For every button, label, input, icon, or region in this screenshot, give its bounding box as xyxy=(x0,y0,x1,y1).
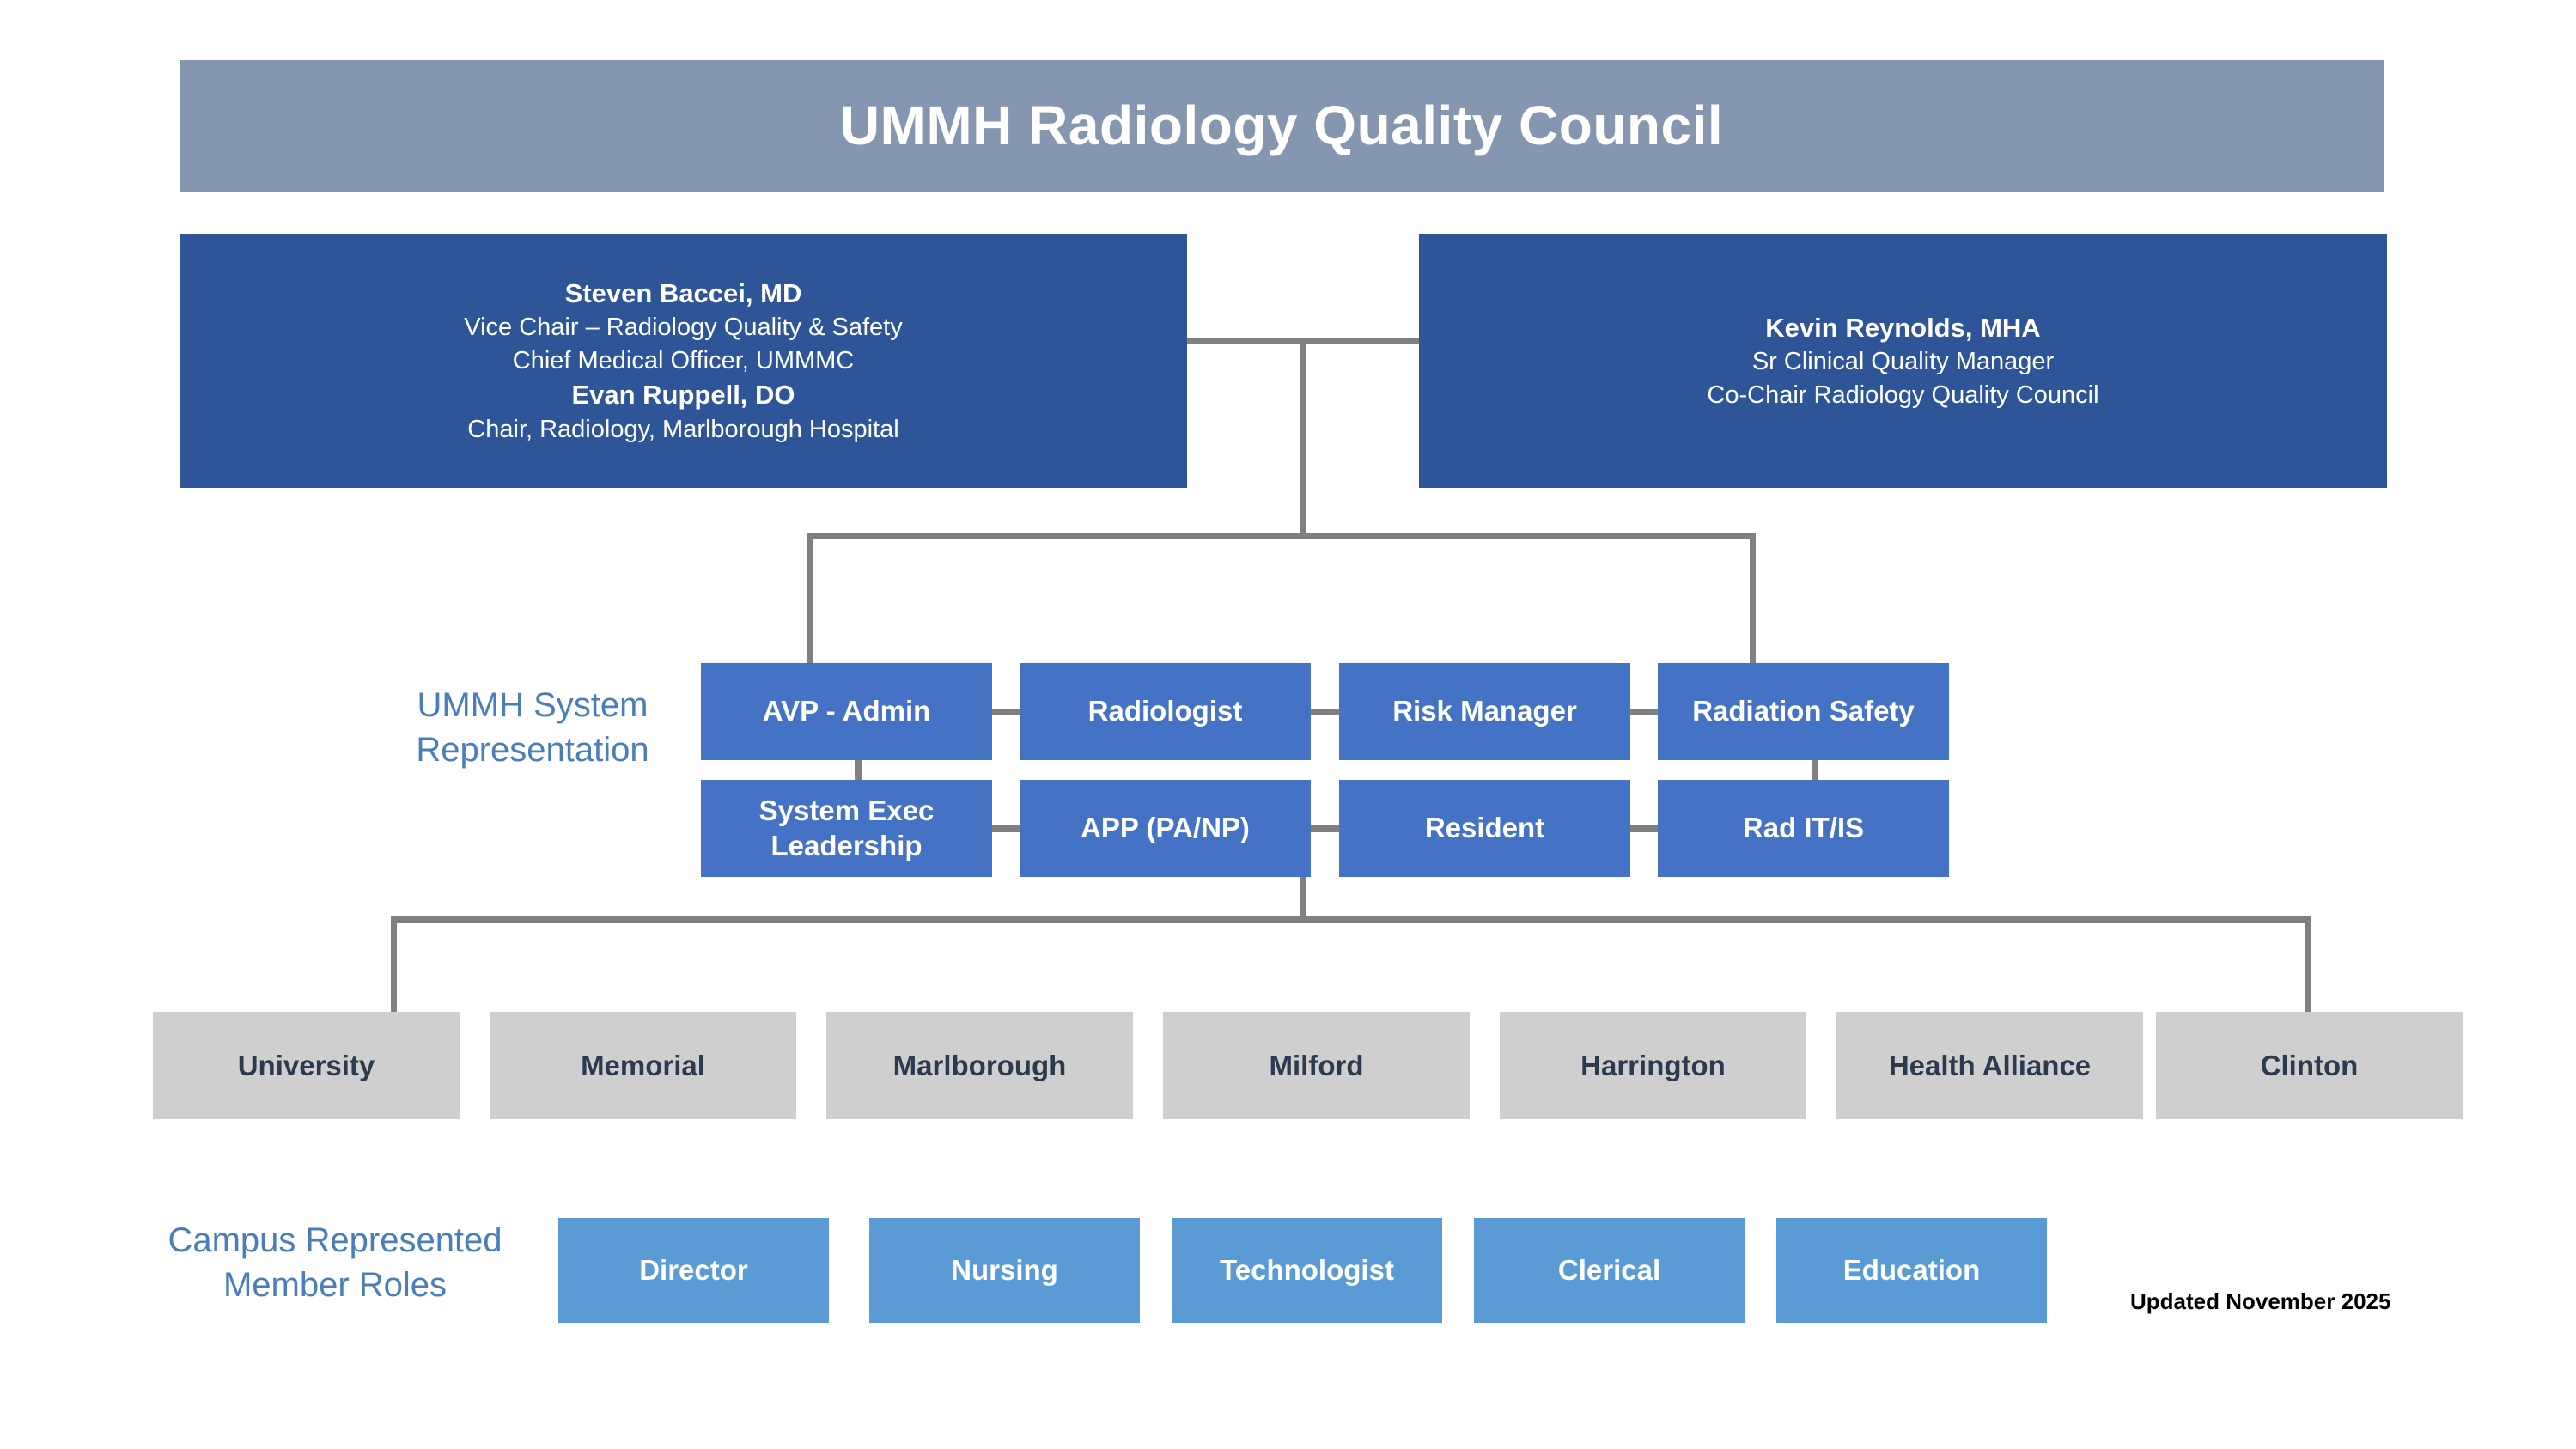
system-box-label: System Exec Leadership xyxy=(758,795,935,861)
campus-box-label: University xyxy=(237,1049,375,1081)
role-box-label: Education xyxy=(1842,1254,1981,1287)
role-box-nursing[interactable]: Nursing xyxy=(869,1218,1140,1323)
campus-box-milford[interactable]: Milford xyxy=(1163,1012,1470,1119)
role-box-director[interactable]: Director xyxy=(558,1218,829,1323)
section-label-member-roles: Campus Represented Member Roles xyxy=(167,1221,502,1304)
connector-grid-r2-c3-c4 xyxy=(1630,825,1658,832)
system-box-app[interactable]: APP (PA/NP) xyxy=(1020,780,1311,877)
role-box-label: Technologist xyxy=(1220,1254,1394,1287)
role-box-technologist[interactable]: Technologist xyxy=(1172,1218,1442,1323)
campus-box-label: Harrington xyxy=(1580,1049,1726,1081)
connector-grid-r1-c3-c4 xyxy=(1630,709,1658,715)
campus-box-health-alliance[interactable]: Health Alliance xyxy=(1836,1012,2143,1119)
system-box-radiation-safety[interactable]: Radiation Safety xyxy=(1658,663,1949,760)
leadership-box-left[interactable]: Steven Baccei, MD Vice Chair – Radiology… xyxy=(180,234,1187,488)
campus-box-marlborough[interactable]: Marlborough xyxy=(826,1012,1133,1119)
system-box-system-exec-leadership[interactable]: System Exec Leadership xyxy=(701,780,992,877)
campus-box-memorial[interactable]: Memorial xyxy=(490,1012,796,1119)
connector-grid-r1-c2-c3 xyxy=(1311,709,1339,715)
connector-grid-c4-r1-r2 xyxy=(1812,760,1818,780)
system-box-label: Risk Manager xyxy=(1392,695,1577,728)
page-title: UMMH Radiology Quality Council xyxy=(839,94,1724,157)
system-box-radiologist[interactable]: Radiologist xyxy=(1020,663,1311,760)
role-box-label: Clerical xyxy=(1557,1254,1661,1287)
system-box-label: Rad IT/IS xyxy=(1742,812,1865,844)
system-box-label: AVP - Admin xyxy=(762,695,931,728)
system-box-resident[interactable]: Resident xyxy=(1339,780,1630,877)
connector-system-bus xyxy=(807,533,1756,539)
section-label-system-representation: UMMH System Representation xyxy=(416,686,649,769)
system-box-label: APP (PA/NP) xyxy=(1081,812,1250,844)
campus-box-label: Health Alliance xyxy=(1888,1049,2092,1081)
connector-campus-bus xyxy=(391,916,2311,923)
campus-box-label: Milford xyxy=(1269,1049,1364,1081)
system-box-label: Radiologist xyxy=(1087,695,1243,728)
system-box-avp-admin[interactable]: AVP - Admin xyxy=(701,663,992,760)
page-title-banner: UMMH Radiology Quality Council xyxy=(180,60,2384,192)
system-box-risk-manager[interactable]: Risk Manager xyxy=(1339,663,1630,760)
leader-title-ruppell-1: Chair, Radiology, Marlborough Hospital xyxy=(467,415,899,443)
leader-name-reynolds: Kevin Reynolds, MHA xyxy=(1765,312,2041,343)
campus-box-university[interactable]: University xyxy=(153,1012,460,1119)
campus-box-clinton[interactable]: Clinton xyxy=(2156,1012,2463,1119)
connector-system-left-riser xyxy=(807,533,813,663)
system-box-label: Resident xyxy=(1424,812,1545,844)
connector-campus-left-riser xyxy=(391,916,397,1012)
leader-title-reynolds-2: Co-Chair Radiology Quality Council xyxy=(1707,381,2099,409)
leader-title-reynolds-1: Sr Clinical Quality Manager xyxy=(1751,348,2055,376)
leader-name-baccei: Steven Baccei, MD xyxy=(564,277,802,308)
connector-leadership-dropline xyxy=(1300,338,1306,538)
role-box-education[interactable]: Education xyxy=(1776,1218,2047,1323)
leader-title-baccei-1: Vice Chair – Radiology Quality & Safety xyxy=(464,314,903,342)
connector-grid-r1-c1-c2 xyxy=(992,709,1020,715)
role-box-clerical[interactable]: Clerical xyxy=(1474,1218,1745,1323)
leader-name-ruppell: Evan Ruppell, DO xyxy=(571,380,795,411)
connector-grid-c1-r1-r2 xyxy=(855,760,862,780)
campus-box-label: Marlborough xyxy=(892,1049,1067,1081)
campus-box-label: Memorial xyxy=(581,1049,705,1081)
campus-box-label: Clinton xyxy=(2260,1049,2359,1081)
connector-grid-r2-c1-c2 xyxy=(992,825,1020,832)
role-box-label: Director xyxy=(639,1254,748,1287)
updated-timestamp: Updated November 2025 xyxy=(2130,1288,2391,1314)
system-box-label: Radiation Safety xyxy=(1692,695,1915,728)
role-box-label: Nursing xyxy=(951,1254,1058,1287)
campus-box-harrington[interactable]: Harrington xyxy=(1500,1012,1806,1119)
system-box-rad-it-is[interactable]: Rad IT/IS xyxy=(1658,780,1949,877)
connector-grid-r2-c2-c3 xyxy=(1311,825,1339,832)
connector-system-right-riser xyxy=(1750,533,1756,663)
leader-title-baccei-2: Chief Medical Officer, UMMMC xyxy=(512,346,855,374)
connector-campus-right-riser xyxy=(2305,916,2311,1012)
connector-campus-dropline xyxy=(1300,877,1306,920)
leadership-box-right[interactable]: Kevin Reynolds, MHA Sr Clinical Quality … xyxy=(1419,234,2387,488)
